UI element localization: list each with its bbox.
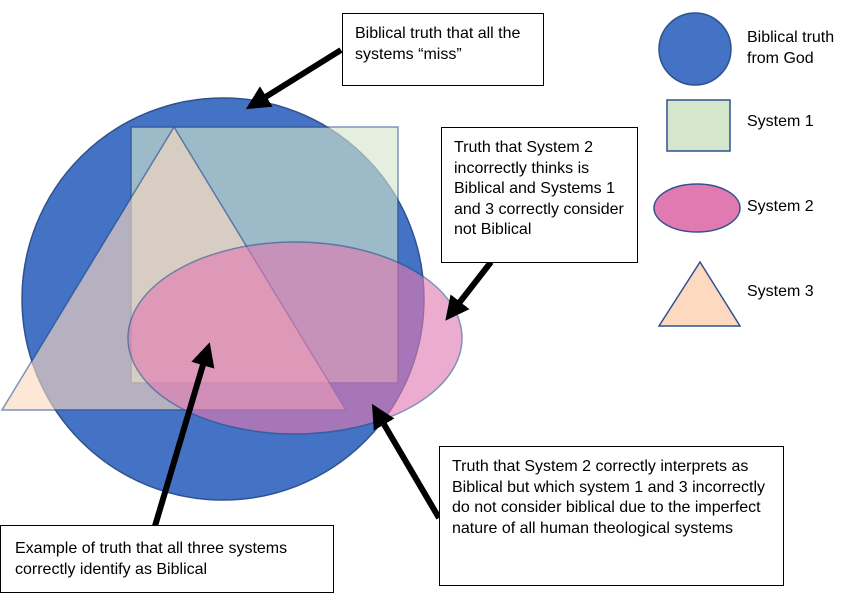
legend-label-god: Biblical truth from God bbox=[747, 29, 835, 67]
arrow-to-system-2-only bbox=[445, 260, 494, 321]
legend-triangle-icon bbox=[657, 260, 742, 327]
callout-system-2-incorrect: Truth that System 2 incorrectly thinks i… bbox=[441, 127, 638, 263]
arrow-to-all-three bbox=[152, 342, 215, 527]
arrow-to-missed-truth bbox=[245, 47, 343, 110]
legend-square-icon bbox=[666, 99, 731, 152]
callout-system-2-correct: Truth that System 2 correctly interprets… bbox=[439, 446, 784, 586]
callout-missed-truth: Biblical truth that all the systems “mis… bbox=[342, 13, 544, 86]
legend-ellipse-icon bbox=[653, 183, 741, 233]
legend-label-system-1: System 1 bbox=[747, 113, 814, 130]
callout-all-three-correct: Example of truth that all three systems … bbox=[0, 525, 334, 593]
legend-circle-icon bbox=[658, 12, 732, 86]
legend-label-system-3: System 3 bbox=[747, 283, 814, 300]
system-2-ellipse bbox=[127, 241, 463, 435]
arrow-to-overlap-god-system-2 bbox=[371, 403, 442, 520]
legend-label-system-2: System 2 bbox=[747, 198, 814, 215]
